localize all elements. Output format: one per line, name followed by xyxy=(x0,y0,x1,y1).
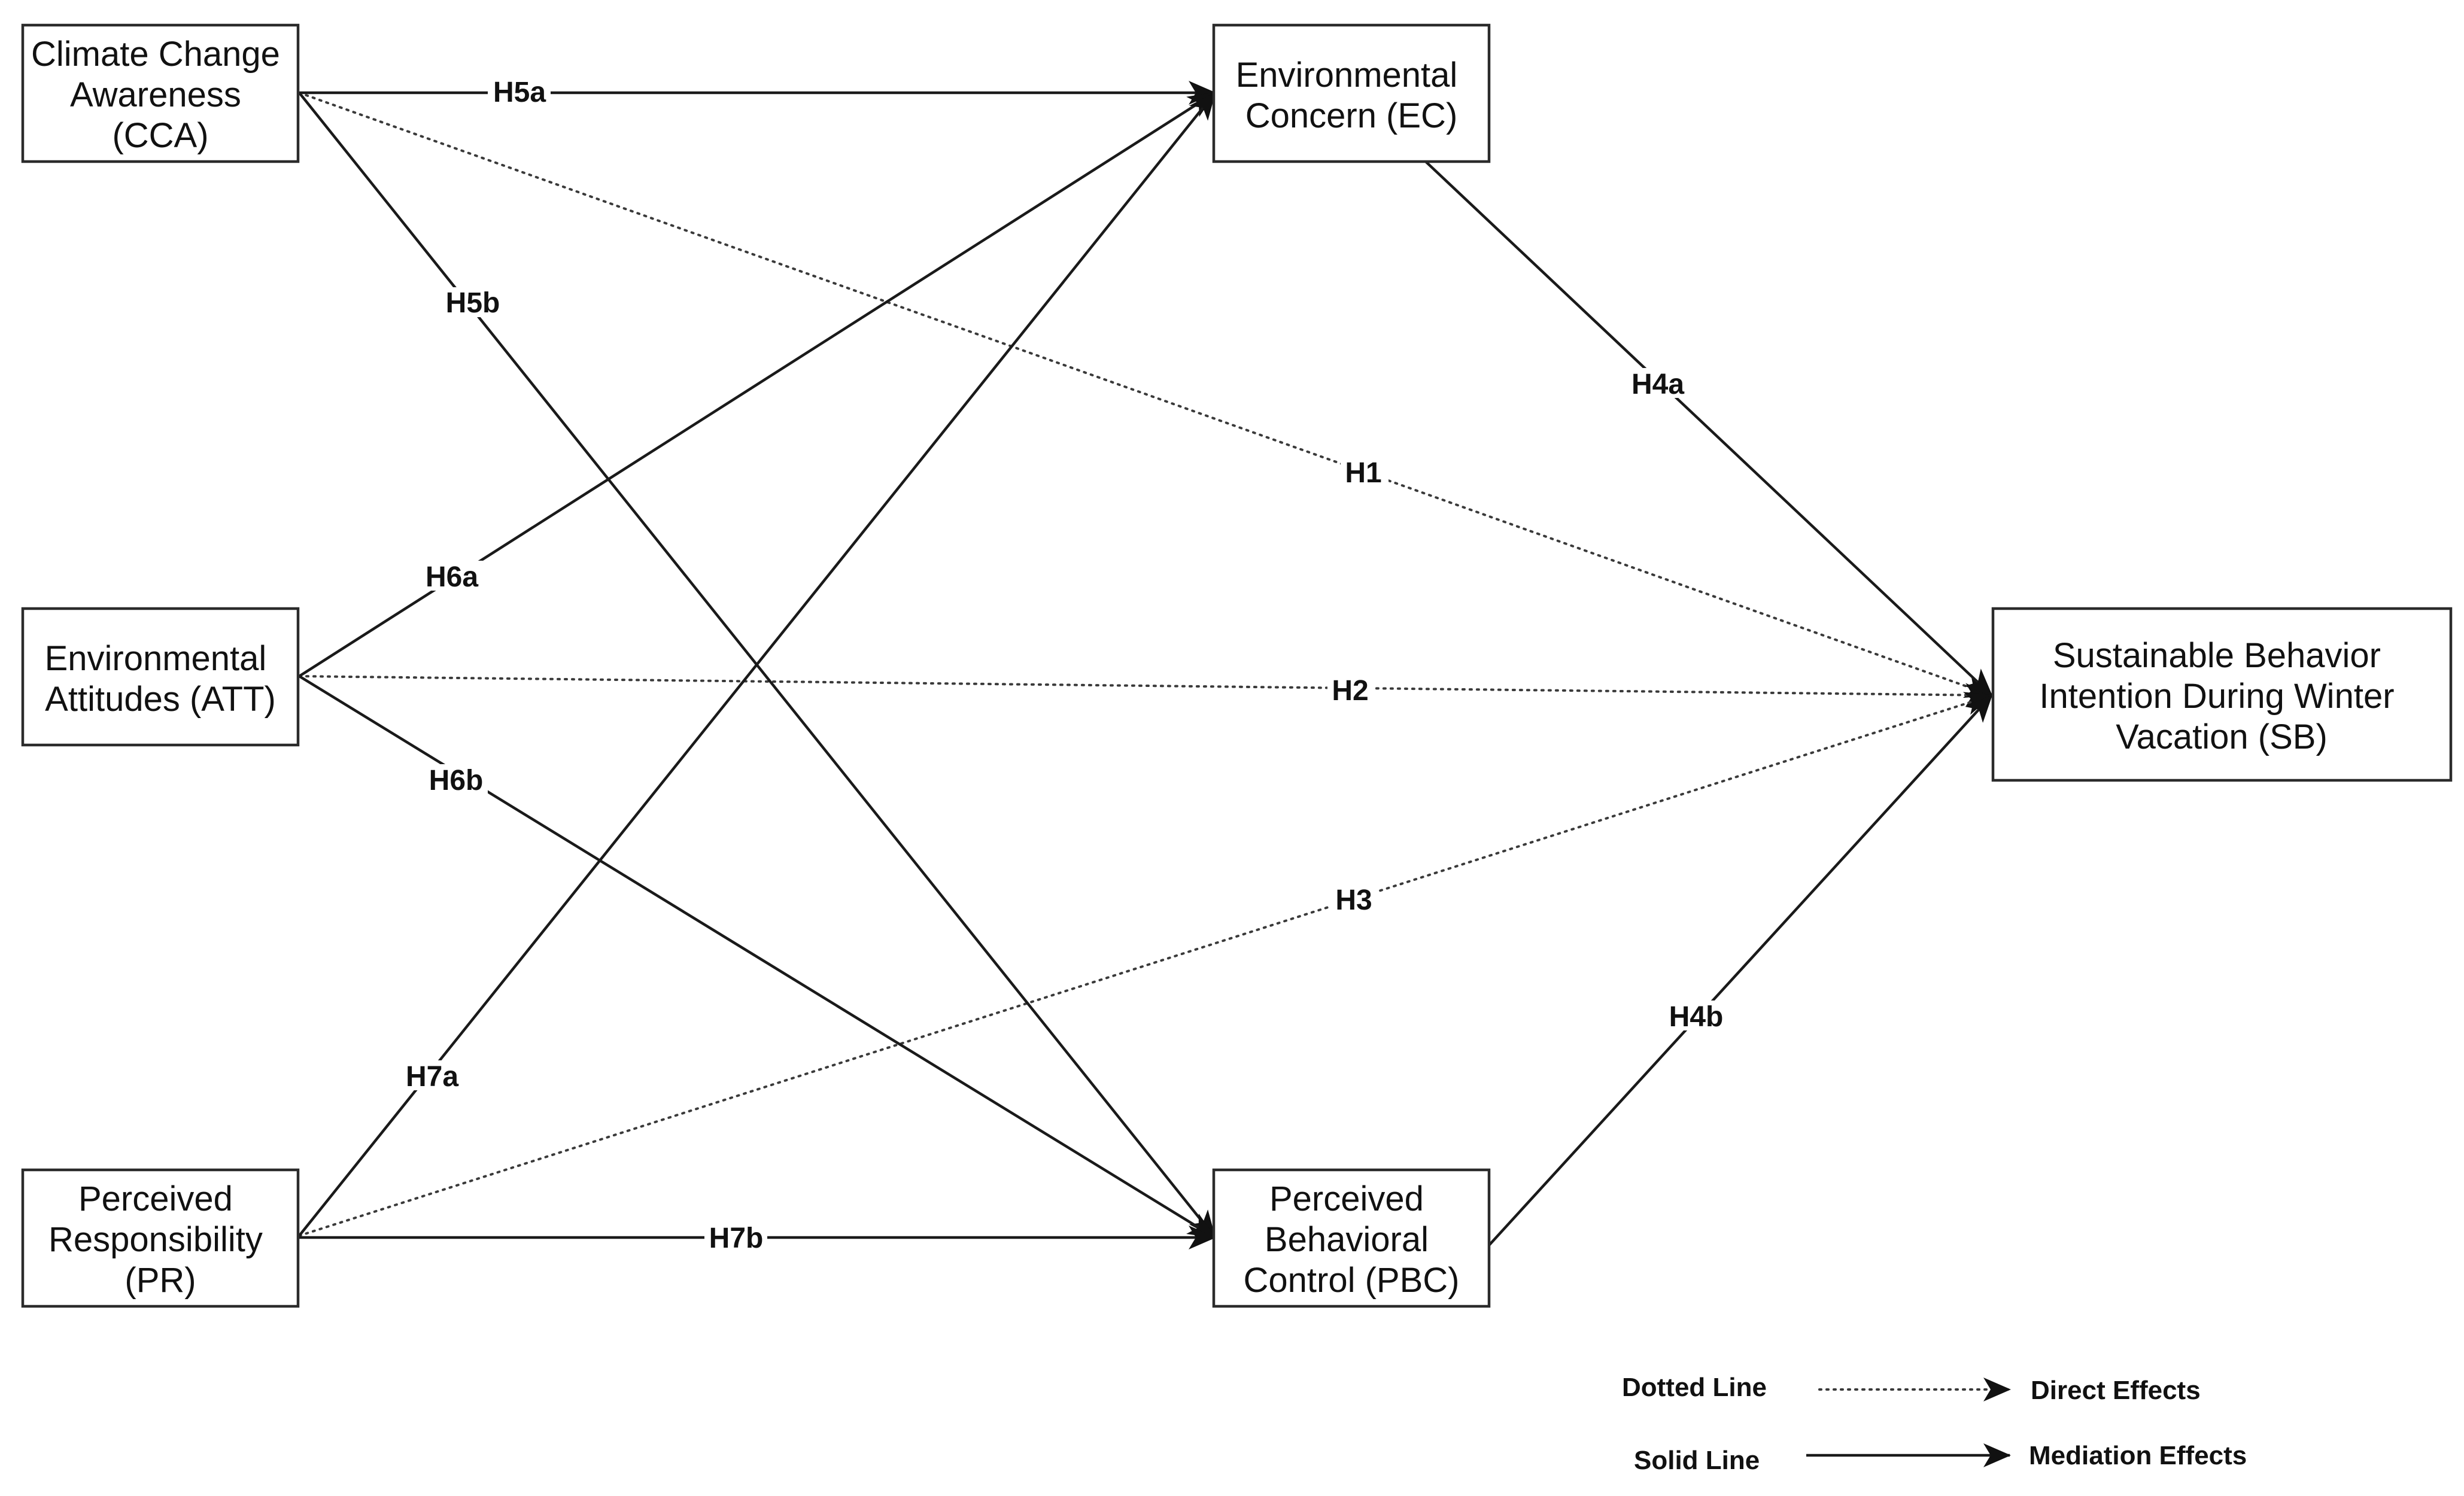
svg-text:Perceived Behavioral: Perceived Behavioral Control (PBC) xyxy=(1244,1179,1460,1300)
node-pbc: Perceived Behavioral Control (PBC) xyxy=(1212,1168,1491,1308)
legend-dotted-meaning: Direct Effects xyxy=(2031,1376,2201,1405)
node-pr: Perceived Responsibility (PR) xyxy=(21,1168,300,1308)
label-h4a: H4a xyxy=(1631,369,1684,400)
label-h7a: H7a xyxy=(406,1061,458,1093)
edge-h4b xyxy=(1487,694,1993,1247)
svg-text:Environmental Concern (E: Environmental Concern (EC) xyxy=(1236,56,1468,135)
label-h5b: H5b xyxy=(446,287,500,319)
label-h6a: H6a xyxy=(426,561,478,593)
node-ec: Environmental Concern (EC) xyxy=(1212,23,1491,163)
label-h6b: H6b xyxy=(429,765,484,796)
svg-text:Perceived Responsibility: Perceived Responsibility (PR) xyxy=(48,1179,272,1300)
edge-h7a xyxy=(298,92,1216,1237)
legend-solid-meaning: Mediation Effects xyxy=(2029,1441,2247,1470)
edges xyxy=(298,81,1993,1249)
edge-h6b xyxy=(298,675,1216,1239)
label-h1: H1 xyxy=(1345,457,1381,489)
svg-text:Climate Change Awareness: Climate Change Awareness (CCA) xyxy=(31,35,290,155)
label-h7b: H7b xyxy=(709,1223,764,1254)
edge-labels: H5a H5b H1 H4a H6a H2 H6b H3 H4b H7a H7b xyxy=(401,77,1728,1254)
legend-dotted-label: Dotted Line xyxy=(1622,1373,1767,1402)
legend: Dotted Line Direct Effects Solid Line Me… xyxy=(1622,1373,2247,1475)
edge-h2 xyxy=(298,675,1993,707)
edge-h1 xyxy=(298,92,1993,698)
label-h4b: H4b xyxy=(1669,1001,1724,1033)
label-h3: H3 xyxy=(1335,884,1372,916)
label-h5a: H5a xyxy=(493,77,546,108)
legend-solid-label: Solid Line xyxy=(1634,1446,1760,1475)
node-sb: Sustainable Behavior Intention During Wi… xyxy=(1991,607,2453,782)
edge-h3 xyxy=(298,692,1993,1237)
svg-text:Environmental Attitudes: Environmental Attitudes (ATT) xyxy=(45,639,277,719)
label-h2: H2 xyxy=(1332,675,1368,707)
edge-h4a xyxy=(1423,159,1993,697)
node-att: Environmental Attitudes (ATT) xyxy=(21,607,300,747)
svg-text:Sustainable Behavior Int: Sustainable Behavior Intention During Wi… xyxy=(2039,636,2404,756)
node-cca: Climate Change Awareness (CCA) xyxy=(21,23,300,163)
